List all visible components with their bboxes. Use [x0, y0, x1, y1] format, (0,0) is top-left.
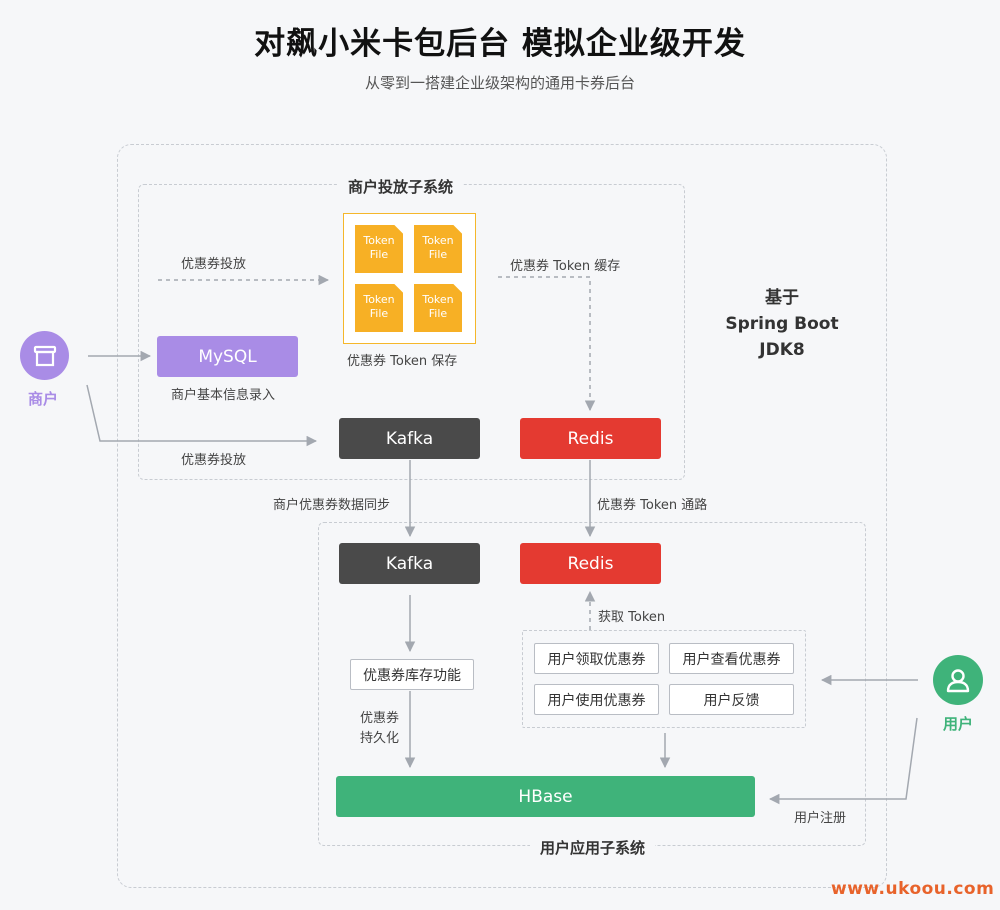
func-feedback: 用户反馈: [669, 684, 794, 715]
persist-label-line1: 优惠券: [360, 711, 400, 726]
base-tech-note: 基于 Spring Boot JDK8: [714, 285, 850, 363]
user-avatar: [933, 655, 983, 705]
merchant-sync-label: 商户优惠券数据同步: [273, 498, 391, 513]
arrow-user-register: [768, 717, 918, 805]
watermark: www.ukoou.com: [831, 879, 995, 899]
func-use-coupon: 用户使用优惠券: [534, 684, 659, 715]
storefront-icon: [33, 345, 56, 366]
token-file-2: Token File: [414, 225, 462, 273]
merchant-label: 商户: [28, 390, 59, 408]
token-file-1: Token File: [355, 225, 403, 273]
get-token-label: 获取 Token: [598, 610, 666, 625]
token-storage-caption: 优惠券 Token 保存: [347, 354, 458, 369]
base-note-line1: 基于: [765, 288, 799, 308]
coupon-issue-label-bottom: 优惠券投放: [181, 453, 247, 468]
page-title: 对飙小米卡包后台 模拟企业级开发: [254, 26, 746, 62]
redis-user-block: Redis: [520, 543, 661, 584]
mysql-caption: 商户基本信息录入: [171, 388, 276, 403]
persist-label-line2: 持久化: [360, 731, 400, 746]
token-channel-label: 优惠券 Token 通路: [597, 498, 708, 513]
base-note-line3: JDK8: [759, 340, 805, 360]
kafka-user-block: Kafka: [339, 543, 480, 584]
arrow-token-cache-to-redis: [498, 276, 596, 412]
merchant-subsystem-label: 商户投放子系统: [338, 176, 464, 197]
base-note-line2: Spring Boot: [725, 314, 839, 334]
merchant-avatar: [20, 331, 69, 380]
coupon-inventory-box: 优惠券库存功能: [350, 659, 474, 690]
user-label: 用户: [943, 715, 974, 733]
token-file-3: Token File: [355, 284, 403, 332]
kafka-merchant-block: Kafka: [339, 418, 480, 459]
coupon-issue-label-top: 优惠券投放: [181, 257, 247, 272]
token-file-4: Token File: [414, 284, 462, 332]
user-functions-group: [522, 630, 806, 728]
page-subtitle: 从零到一搭建企业级架构的通用卡券后台: [364, 74, 635, 92]
hbase-block: HBase: [336, 776, 755, 817]
user-subsystem-label: 用户应用子系统: [530, 837, 656, 858]
redis-merchant-block: Redis: [520, 418, 661, 459]
token-cache-label: 优惠券 Token 缓存: [510, 259, 621, 274]
person-icon: [946, 669, 970, 693]
func-view-coupon: 用户查看优惠券: [669, 643, 794, 674]
user-register-label: 用户注册: [794, 811, 847, 826]
mysql-block: MySQL: [157, 336, 298, 377]
outer-frame: [117, 144, 887, 888]
arrow-merchant-to-kafka: [86, 384, 318, 447]
func-claim-coupon: 用户领取优惠券: [534, 643, 659, 674]
